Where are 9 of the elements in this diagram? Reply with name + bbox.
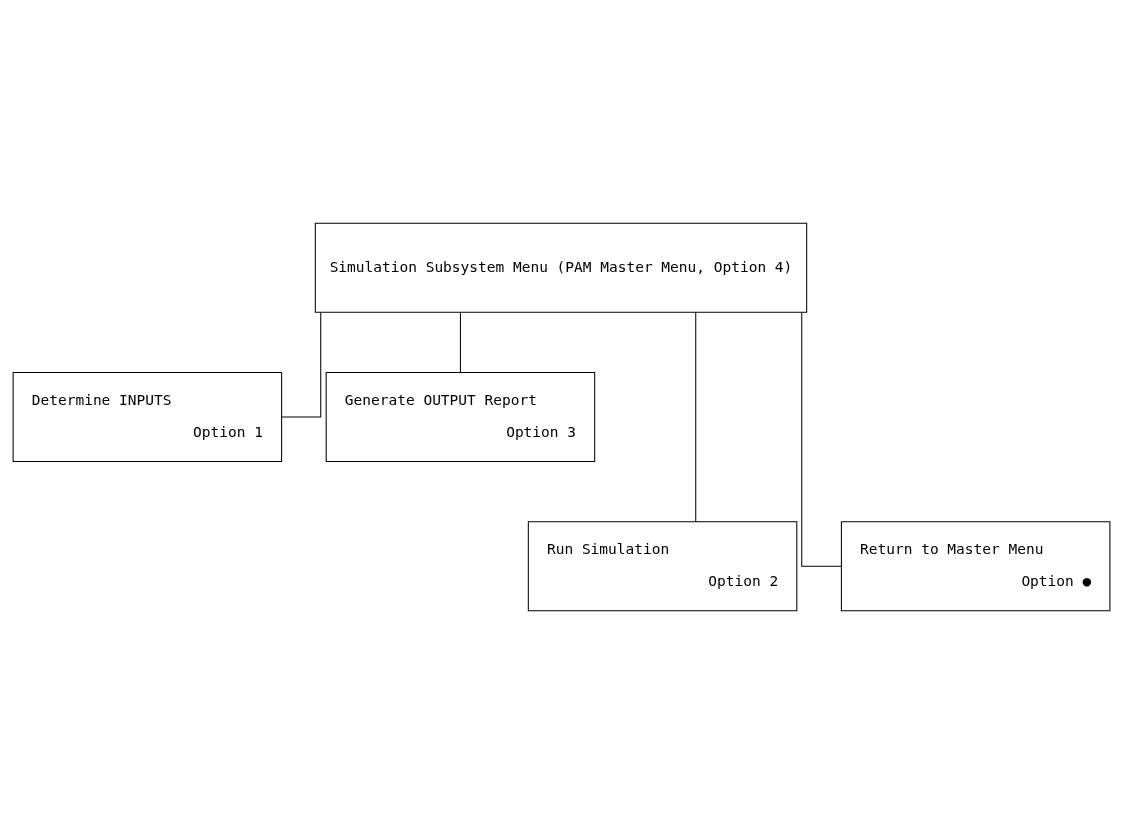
connector: [281, 312, 322, 418]
connector: [695, 311, 697, 522]
node-box: Return to Master Menu Option ●: [840, 521, 1111, 612]
connector: [459, 312, 461, 373]
connector: [801, 311, 842, 567]
node-box: Simulation Subsystem Menu (PAM Master Menu, Option 4): [314, 222, 808, 313]
node-box: Run Simulation Option 2: [527, 521, 798, 612]
node-box: Determine INPUTS Option 1: [12, 371, 283, 463]
node-box: Generate OUTPUT Report Option 3: [325, 371, 596, 463]
